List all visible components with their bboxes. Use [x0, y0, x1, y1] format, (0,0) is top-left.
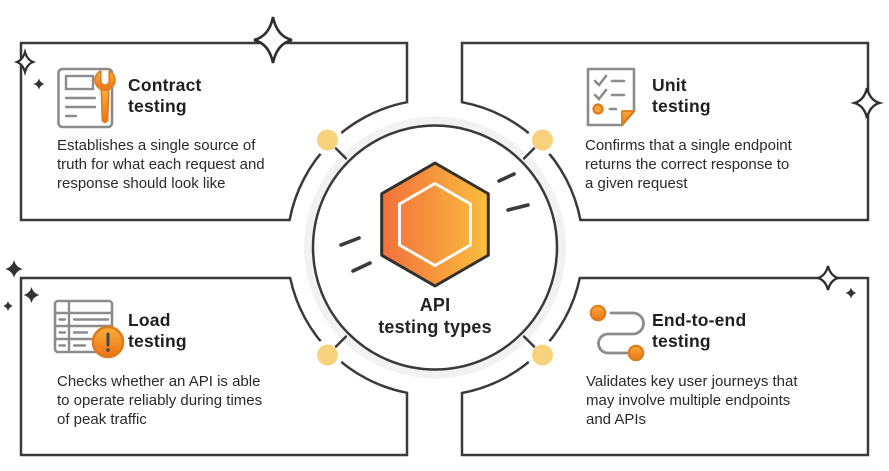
connector-dot-top-right — [532, 129, 553, 151]
card-description-end-to-end: Validates key user journeys that may inv… — [586, 373, 798, 428]
card-description-unit: Confirms that a single endpoint returns … — [585, 137, 792, 192]
card-title-line2: testing — [652, 96, 711, 116]
center-title: API testing types — [335, 294, 535, 338]
connector-dot-bottom-right — [532, 344, 553, 366]
sparkle-icon — [850, 87, 884, 119]
card-title-line1: Unit — [652, 75, 687, 95]
card-title-load: Load testing — [128, 310, 187, 352]
card-title-unit: Unit testing — [652, 75, 711, 117]
card-description-load: Checks whether an API is able to operate… — [57, 373, 263, 428]
card-title-line1: End-to-end — [652, 310, 747, 330]
emphasis-dashes — [339, 172, 530, 273]
connector-dot-top-left — [317, 129, 338, 151]
load-testing-icon — [53, 298, 125, 367]
card-title-line2: testing — [128, 96, 187, 116]
card-title-line1: Load — [128, 310, 171, 330]
sparkle-icons — [3, 16, 884, 311]
sparkle-icon — [5, 260, 23, 278]
unit-testing-icon — [586, 67, 638, 134]
sparkle-icon — [13, 47, 37, 77]
connector-dot-bottom-left — [317, 344, 338, 366]
sparkle-icon — [33, 78, 45, 90]
sparkle-icon — [23, 287, 40, 303]
contract-testing-icon — [57, 67, 123, 134]
connector-ticks — [334, 147, 536, 348]
card-title-end-to-end: End-to-end testing — [652, 310, 746, 352]
card-title-contract: Contract testing — [128, 75, 202, 117]
center-title-line2: testing types — [378, 317, 492, 337]
card-title-line1: Contract — [128, 75, 202, 95]
center-title-line1: API — [419, 295, 451, 315]
sparkle-icon — [845, 287, 857, 299]
card-description-contract: Establishes a single source of truth for… — [57, 137, 265, 192]
hexagon-icon — [380, 161, 490, 288]
sparkle-icon — [814, 265, 842, 291]
circle-soft-shadow — [304, 116, 566, 379]
card-title-line2: testing — [128, 331, 187, 351]
sparkle-icon — [3, 301, 13, 311]
card-title-line2: testing — [652, 331, 711, 351]
wrench-icon — [94, 70, 116, 124]
sparkle-icon — [253, 16, 293, 64]
warning-icon — [91, 325, 125, 359]
end-to-end-testing-icon — [586, 302, 650, 371]
